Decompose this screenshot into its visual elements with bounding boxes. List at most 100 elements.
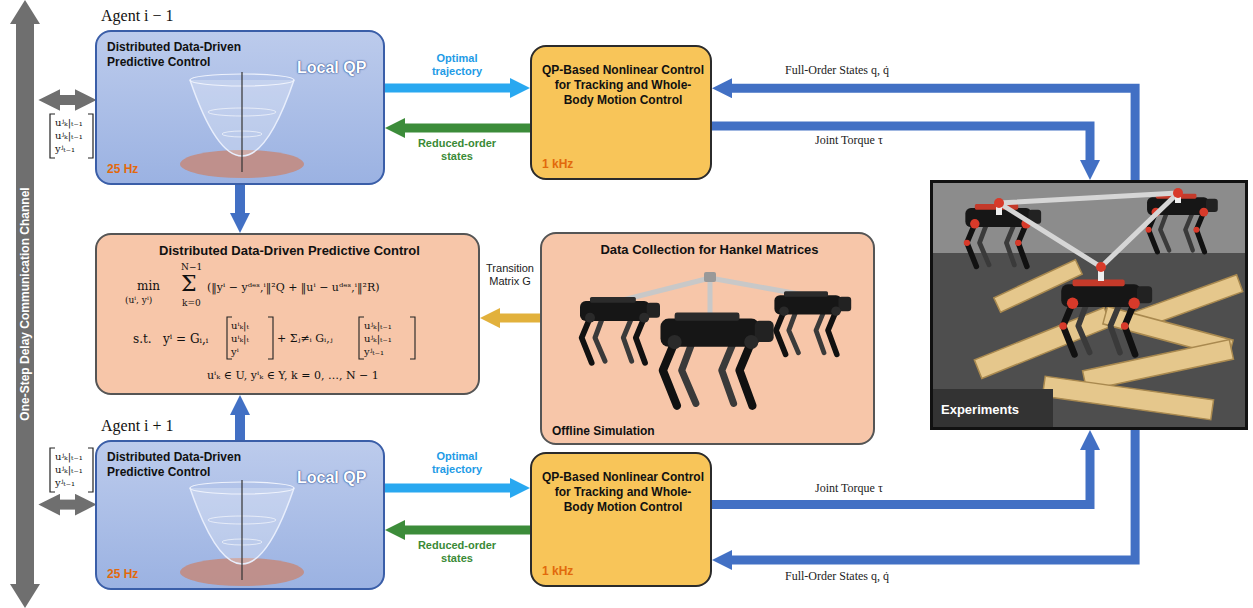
matrix-entry: uʲₖ|ₜ₋₁ xyxy=(364,332,392,345)
illustration-path xyxy=(268,317,273,359)
edge-label: Joint Torque τ xyxy=(815,482,883,495)
tracking-control-box: QP-Based Nonlinear Control for Tracking … xyxy=(530,45,712,180)
equation-text: N−1 xyxy=(181,262,202,272)
illustration-circle xyxy=(1096,262,1106,272)
connector-arrow xyxy=(496,314,540,323)
connector-arrow xyxy=(56,500,79,510)
illustration-g xyxy=(227,317,415,359)
illustration-use xyxy=(580,297,660,363)
illustration-rect xyxy=(1042,376,1213,419)
box-title: Distributed Data-Driven Predictive Contr… xyxy=(97,243,482,259)
illustration-rect xyxy=(974,308,1111,379)
experiment-photo xyxy=(933,183,1245,427)
matrix-entry: yʲₜ₋₁ xyxy=(55,142,75,155)
illustration-line xyxy=(999,193,1178,203)
edge-label: Reduced-order states xyxy=(412,539,502,565)
connector-arrow xyxy=(728,88,1135,180)
agent-heading: Agent i + 1 xyxy=(101,416,174,436)
rate-label: 1 kHz xyxy=(542,564,573,579)
illustration-path xyxy=(359,317,364,359)
illustration-path xyxy=(10,0,40,608)
edge-label: Optimal trajectory xyxy=(422,52,492,78)
connector-arrow xyxy=(401,526,530,535)
illustration-use xyxy=(660,313,773,406)
data-collection-box: Data Collection for Hankel MatricesOffli… xyxy=(540,232,875,445)
matrix-entry: yⁱ xyxy=(231,345,239,358)
box-title: Data Collection for Hankel Matrices xyxy=(542,242,877,258)
illustration-rect xyxy=(933,183,1245,427)
matrix-entry: uʲₖ|ₜ₋₁ xyxy=(55,463,83,476)
edge-label: Reduced-order states xyxy=(412,137,502,163)
box-caption: Offline Simulation xyxy=(552,424,655,439)
box-title: Distributed Data-Driven Predictive Contr… xyxy=(107,450,272,480)
communication-channel: One-Step Delay Communication Channel xyxy=(10,0,40,608)
edge-label: Full-Order States q, q̇ xyxy=(785,570,889,583)
illustration-use xyxy=(1146,194,1218,252)
connector-arrow xyxy=(712,446,1090,505)
connector-arrow xyxy=(728,430,1135,560)
illustration-use xyxy=(1059,280,1152,355)
illustration-circle xyxy=(994,198,1004,208)
illustration-path xyxy=(410,317,415,359)
matrix-entry: uʲₖ|ₜ₋₁ xyxy=(55,116,83,129)
connector-arrow xyxy=(385,484,514,493)
illustration-line xyxy=(999,203,1101,267)
edge-label: Transition Matrix G xyxy=(482,262,538,288)
illustration-g xyxy=(996,191,1181,281)
channel-label: One-Step Delay Communication Channel xyxy=(17,24,33,584)
illustration-path xyxy=(50,114,55,158)
photo-caption: Experiments xyxy=(941,402,1019,418)
solver-label: Local QP xyxy=(297,58,366,78)
simulated-robots xyxy=(560,264,860,419)
matrix-entry: yʲₜ₋₁ xyxy=(55,476,75,489)
experiment-photo: Experiments xyxy=(930,180,1248,430)
matrix-entry: uʲₖ|ₜ₋₁ xyxy=(55,129,83,142)
box-title: QP-Based Nonlinear Control for Tracking … xyxy=(540,63,706,108)
illustration-circle xyxy=(1173,188,1183,198)
box-title: QP-Based Nonlinear Control for Tracking … xyxy=(540,470,706,515)
illustration-rect xyxy=(704,272,716,282)
equation-text: (‖yⁱ − yᵈᵉˢ,ⁱ‖²Q + ‖uⁱ − uᵈᵉˢ,ⁱ‖²R) xyxy=(207,281,380,294)
illustration-g xyxy=(994,188,1183,272)
illustration-path xyxy=(88,448,93,492)
matrix-entry: uʲₖ|ₜ₋₁ xyxy=(55,450,83,463)
tracking-control-box: QP-Based Nonlinear Control for Tracking … xyxy=(530,452,712,587)
controller-box: Agent i + 1Distributed Data-Driven Predi… xyxy=(95,440,385,590)
connector-arrow xyxy=(235,185,245,217)
matrix-entry: yʲₜ₋₁ xyxy=(364,345,384,358)
matrix-entry: uⁱₖ|ₜ xyxy=(231,319,249,332)
equation-text: Σ xyxy=(181,271,197,297)
rate-label: 25 Hz xyxy=(107,162,138,177)
qp-paraboloid xyxy=(172,480,312,590)
agent-heading: Agent i − 1 xyxy=(101,6,174,26)
qp-paraboloid xyxy=(172,72,312,182)
equation-text: min xyxy=(137,279,160,293)
illustration-g xyxy=(999,193,1178,267)
illustration-rect xyxy=(1083,340,1234,391)
illustration-use xyxy=(964,204,1041,266)
equation-text: k=0 xyxy=(182,298,201,308)
edge-label: Optimal trajectory xyxy=(422,450,492,476)
edge-label: Joint Torque τ xyxy=(815,134,883,147)
matrix-entry: uʲₖ|ₜ₋₁ xyxy=(364,319,392,332)
connector-arrow xyxy=(401,124,530,133)
illustration-line xyxy=(241,72,242,172)
rate-label: 25 Hz xyxy=(107,567,138,582)
solver-label: Local QP xyxy=(297,468,366,488)
illustration-line xyxy=(1101,193,1178,267)
equation-text: uⁱₖ ∈ U, yⁱₖ ∈ Y, k = 0, …, N − 1 xyxy=(207,369,379,382)
matrix-entry: uⁱₖ|ₜ xyxy=(231,332,249,345)
box-title: Distributed Data-Driven Predictive Contr… xyxy=(107,40,272,70)
rate-label: 1 kHz xyxy=(542,157,573,172)
equation-text: s.t. xyxy=(133,332,152,346)
edge-label: Full-Order States q, q̇ xyxy=(785,64,889,77)
equation-text: yⁱ = Gᵢ,ᵢ xyxy=(163,332,208,346)
equation-text: (uⁱ, yⁱ) xyxy=(125,295,152,305)
illustration-path xyxy=(50,448,55,492)
connector-arrow xyxy=(712,126,1090,164)
connector-arrow xyxy=(235,411,245,440)
connector-arrow xyxy=(56,95,79,105)
illustration-g xyxy=(50,114,93,492)
connector-arrow xyxy=(385,84,514,93)
equation-text: + Σⱼ≠ᵢ Gᵢ,ⱼ xyxy=(277,332,333,345)
